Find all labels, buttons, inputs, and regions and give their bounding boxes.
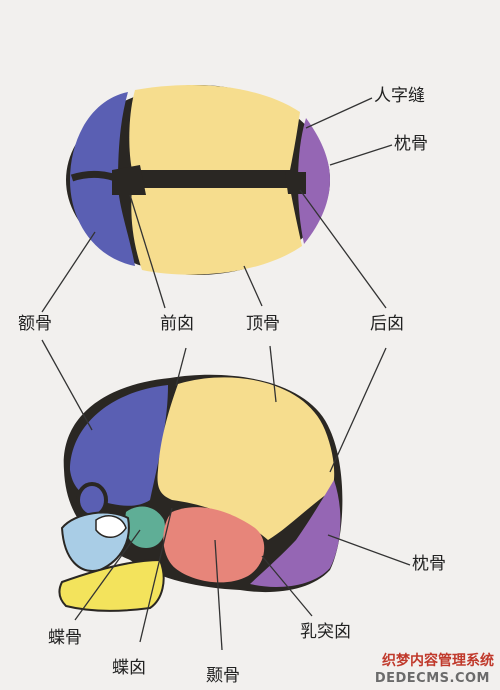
top-view-leader-lines (41, 97, 393, 313)
top-view-skull (66, 84, 330, 275)
watermark-en: DEDECMS.COM (374, 671, 490, 686)
label-anterior-fontanelle: 前囟 (160, 314, 194, 334)
side-occipital-bone (250, 480, 341, 587)
side-eye-socket (76, 482, 108, 518)
label-occipital-top: 枕骨 (394, 134, 428, 154)
label-lambdoid-suture: 人字缝 (374, 86, 425, 106)
top-parietal-upper (129, 84, 300, 170)
side-view-leader-lines (41, 339, 411, 651)
label-sphenoid-fontanelle: 蝶囟 (112, 658, 146, 678)
side-mandible (58, 558, 165, 612)
top-occipital-bone (298, 118, 330, 244)
side-view-skull (58, 374, 343, 612)
label-mastoid-fontanelle: 乳突囟 (300, 622, 351, 642)
label-sphenoid-bone: 蝶骨 (48, 628, 82, 648)
top-frontal-bone (70, 92, 135, 266)
label-temporal-bone: 颞骨 (206, 666, 240, 686)
label-occipital-side: 枕骨 (412, 554, 446, 574)
label-frontal-bone: 额骨 (18, 314, 52, 334)
top-parietal-lower (131, 188, 302, 275)
side-parietal-bone (157, 377, 335, 540)
side-frontal-bone (70, 385, 168, 506)
label-parietal-bone: 顶骨 (246, 314, 280, 334)
watermark-cn: 织梦内容管理系统 (382, 653, 494, 669)
label-posterior-fontanelle: 后囟 (370, 314, 404, 334)
side-temporal-bone (163, 507, 265, 583)
